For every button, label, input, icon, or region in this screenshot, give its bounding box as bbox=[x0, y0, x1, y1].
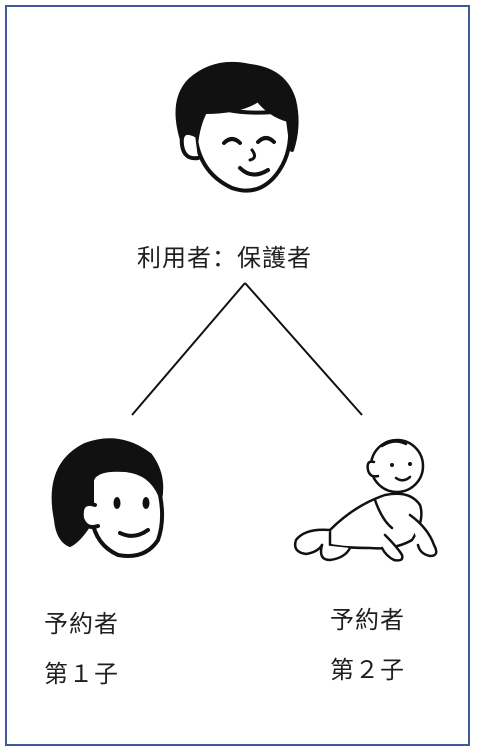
child1-role: 予約者 bbox=[44, 610, 119, 638]
parent-face-icon bbox=[175, 61, 299, 193]
parent-label: 利用者：保護者 bbox=[137, 244, 312, 272]
child2-role: 予約者 bbox=[330, 606, 405, 634]
child-face-icon bbox=[51, 438, 165, 558]
connector-right bbox=[244, 282, 363, 416]
crawling-baby-icon bbox=[293, 438, 438, 562]
child1-order: 第１子 bbox=[44, 660, 119, 688]
connector-left bbox=[131, 282, 246, 416]
child2-order: 第２子 bbox=[330, 656, 405, 684]
